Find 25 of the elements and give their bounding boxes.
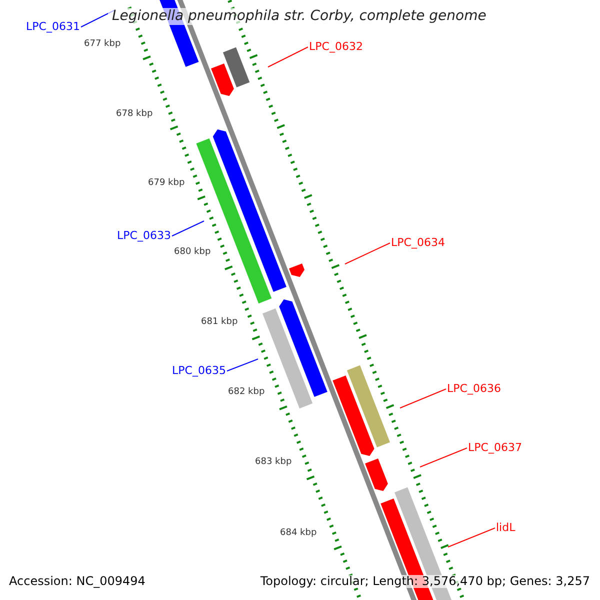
gene-label: LPC_0632: [309, 41, 363, 54]
scale-label: 684 kbp: [280, 529, 317, 539]
leader-line: [448, 528, 496, 548]
gene-label: lidL: [496, 522, 516, 534]
leader-line: [344, 242, 390, 264]
scale-label: 681 kbp: [201, 318, 238, 328]
scale-label: 679 kbp: [148, 179, 185, 189]
accession-label: Accession: NC_009494: [9, 575, 146, 588]
scale-label: 683 kbp: [255, 458, 292, 468]
gene-label: LPC_0636: [447, 383, 501, 396]
leader-line: [400, 388, 446, 408]
leader-line: [226, 358, 258, 372]
scale-label: 677 kbp: [84, 40, 121, 50]
scale-label: 678 kbp: [116, 110, 153, 120]
leader-line: [268, 46, 308, 68]
gene-label: LPC_0633: [117, 230, 171, 242]
gene-label: LPC_0631: [26, 21, 80, 34]
genome-info-label: Topology: circular; Length: 3,576,470 bp; Genes: 3,257: [260, 575, 590, 588]
scale-label: 682 kbp: [228, 388, 265, 398]
gene-label: LPC_0637: [468, 442, 522, 454]
gene-label: LPC_0634: [391, 237, 445, 250]
leader-line: [420, 448, 468, 468]
scale-label: 680 kbp: [174, 248, 211, 258]
leader-line: [172, 220, 204, 236]
gene-label: LPC_0635: [172, 365, 226, 378]
